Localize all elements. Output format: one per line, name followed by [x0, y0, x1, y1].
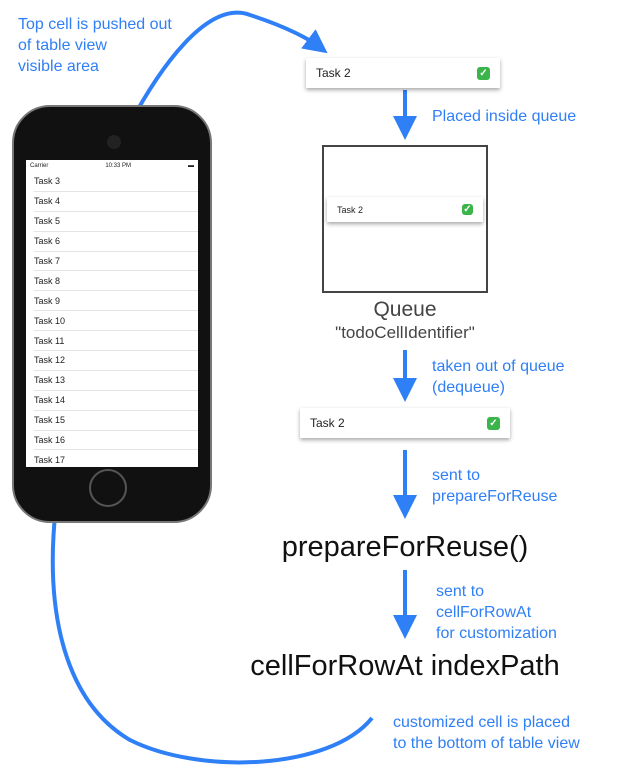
sent-prepare-label: sent to prepareForReuse — [432, 465, 557, 507]
table-row[interactable]: Task 12 — [34, 351, 198, 371]
prepare-method: prepareForReuse() — [281, 531, 529, 563]
label-line: cellForRowAt — [436, 604, 532, 621]
curved-arrow-bottom — [44, 478, 374, 765]
table-row[interactable]: Task 3 — [34, 172, 198, 192]
label-line: prepareForReuse — [432, 488, 558, 505]
table-row[interactable]: Task 4 — [34, 192, 198, 212]
cell-label: Task 2 — [310, 416, 345, 430]
time: 10:33 PM — [105, 163, 132, 169]
label-line: sent to — [436, 583, 485, 600]
table-row[interactable]: Task 14 — [34, 391, 198, 411]
top-note-line: Top cell is pushed out — [18, 16, 172, 33]
checkmark-icon: ✓ — [487, 416, 500, 430]
label-line: customized cell is placed — [393, 714, 570, 731]
table-row[interactable]: Task 11 — [34, 331, 198, 352]
table-row[interactable]: Task 17 — [34, 450, 198, 467]
label-line: taken out of queue — [432, 358, 565, 375]
table-row[interactable]: Task 15 — [34, 411, 198, 431]
curved-arrow-top — [113, 10, 328, 154]
top-note-line: of table view — [18, 37, 107, 54]
sent-cell-label: sent to cellForRowAt for customization — [436, 581, 557, 644]
cellforrow-method: cellForRowAt indexPath — [250, 650, 560, 682]
checkmark-icon: ✓ — [477, 66, 490, 80]
queue-box — [322, 145, 488, 293]
placed-label: Placed inside queue — [432, 108, 577, 125]
queue-title: Queue — [373, 298, 437, 321]
label-line: sent to — [432, 467, 481, 484]
table-row[interactable]: Task 10 — [34, 311, 198, 332]
dequeued-cell: Task 2 ✓ — [300, 408, 510, 438]
table-row[interactable]: Task 13 — [34, 371, 198, 391]
table-row[interactable]: Task 16 — [34, 431, 198, 451]
cell-label: Task 2 — [316, 66, 351, 80]
bottom-note: customized cell is placed to the bottom o… — [393, 712, 580, 754]
carrier: Carrier — [30, 163, 49, 169]
top-note-line: visible area — [18, 58, 99, 75]
label-line: (dequeue) — [432, 379, 505, 396]
top-note: Top cell is pushed out of table view vis… — [18, 14, 172, 77]
status-bar: Carrier 10:33 PM ▬ — [26, 160, 198, 172]
task-cell: Task 2 ✓ — [306, 58, 500, 88]
camera — [107, 135, 121, 149]
table-row[interactable]: Task 8 — [34, 271, 198, 292]
table-row[interactable]: Task 6 — [34, 232, 198, 252]
home-button[interactable] — [89, 469, 127, 507]
table-row[interactable]: Task 5 — [34, 212, 198, 232]
label-line: for customization — [436, 625, 557, 642]
battery-icon: ▬ — [188, 163, 194, 169]
table-row[interactable]: Task 9 — [34, 291, 198, 312]
label-line: to the bottom of table view — [393, 735, 580, 752]
table-row[interactable]: Task 7 — [34, 252, 198, 272]
queued-cell: Task 2 ✓ — [327, 197, 483, 222]
checkmark-icon: ✓ — [462, 204, 473, 215]
queue-identifier: "todoCellIdentifier" — [335, 323, 475, 342]
dequeue-label: taken out of queue (dequeue) — [432, 356, 565, 398]
cell-label: Task 2 — [337, 204, 364, 215]
